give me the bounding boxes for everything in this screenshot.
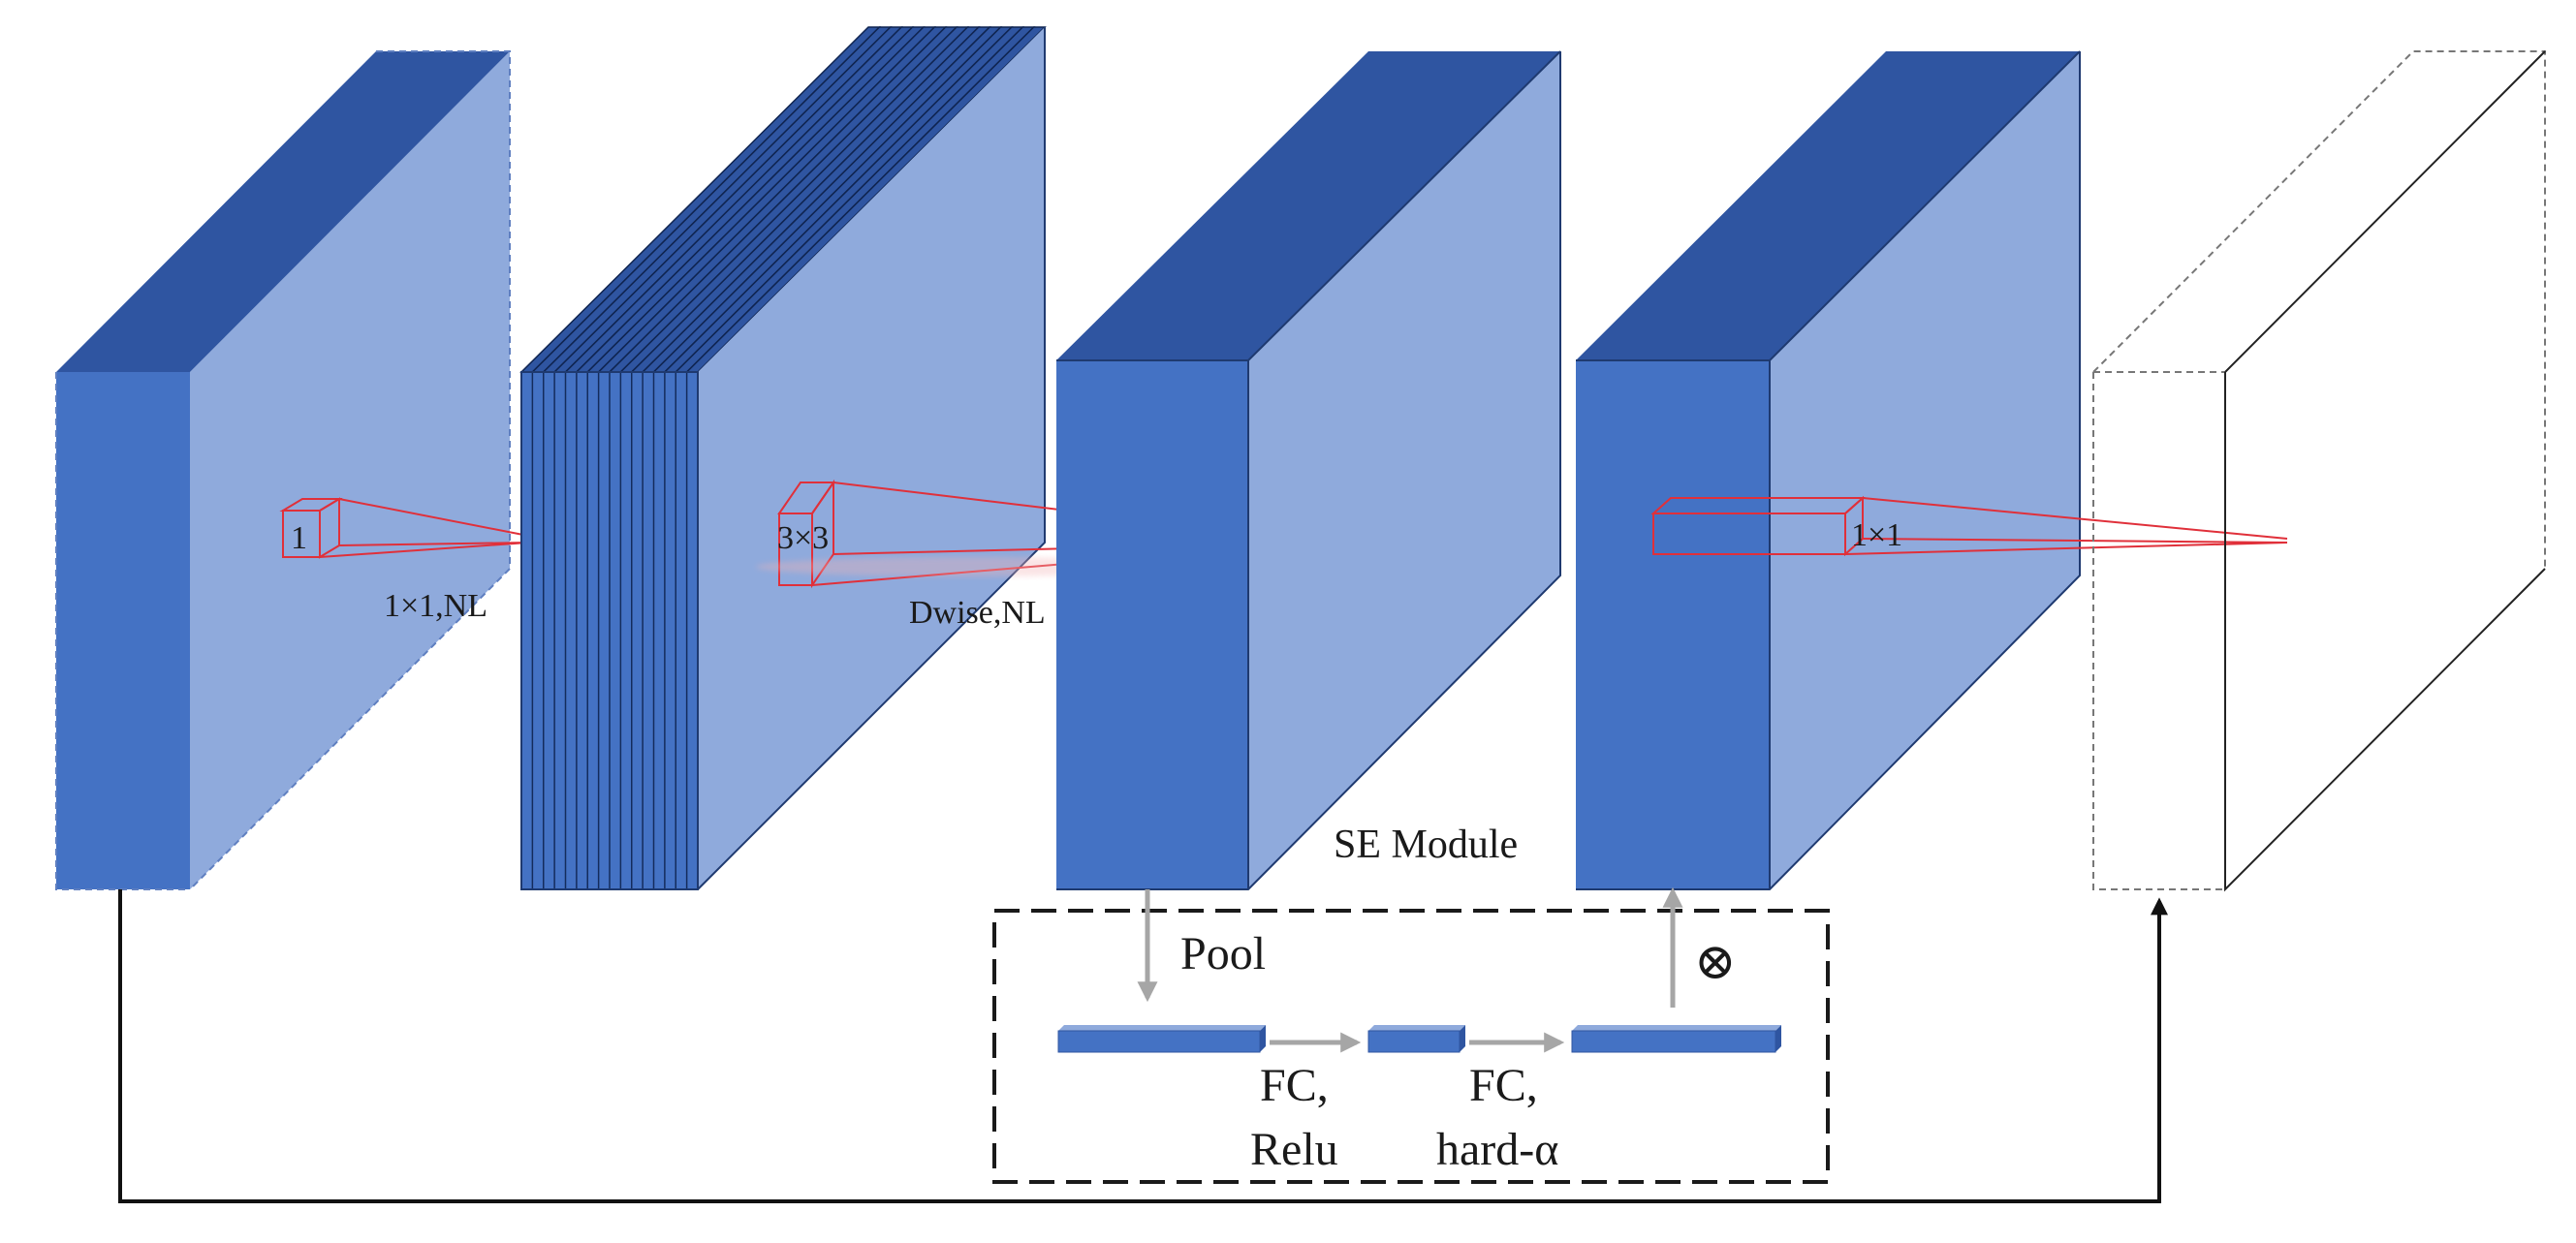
block-expand-slices <box>519 26 1047 373</box>
op-expand-label: 1×1,NL <box>384 588 487 624</box>
se-vector-3 <box>1571 1025 1781 1053</box>
block-se-front <box>1576 360 1770 889</box>
block-output-dashed <box>2092 50 2546 890</box>
kernel-1x1-label: 1×1 <box>1851 517 1902 553</box>
block-expand-outline <box>520 27 1046 890</box>
kernel-3x3-label: 3×3 <box>777 520 829 556</box>
block-input-front <box>56 372 190 889</box>
block-expand-slice-lines <box>531 372 688 889</box>
se-vector-1 <box>1057 1025 1266 1053</box>
op-dwise-label: Dwise,NL <box>909 595 1046 631</box>
block-dwise-front <box>1056 360 1248 889</box>
kernel-1 <box>279 497 529 559</box>
block-dwise-top <box>1056 51 1560 360</box>
block-se-top <box>1576 51 2080 360</box>
pool-label: Pool <box>1180 928 1266 979</box>
fc1-label-line1: FC, <box>1260 1060 1329 1111</box>
block-se-side <box>1770 51 2080 889</box>
block-dwise-outline <box>1056 50 1561 890</box>
fc1-label-line2: Relu <box>1250 1124 1338 1175</box>
block-se: 1×1 <box>1576 50 2288 890</box>
block-dwise <box>1056 50 1561 890</box>
block-output <box>2092 50 2546 892</box>
block-dwise-side <box>1248 51 1560 889</box>
se-module-box <box>992 909 1830 1184</box>
multiply-symbol: ⊗ <box>1694 935 1737 990</box>
block-input: 1 1×1,NL <box>55 50 529 890</box>
se-vector-2 <box>1367 1025 1465 1053</box>
block-input-dashed-edge <box>55 50 511 890</box>
block-expand-side <box>698 27 1045 889</box>
se-module-label: SE Module <box>1334 823 1518 867</box>
se-module: SE Module Pool ⊗ FC, Relu FC, <box>992 823 1830 1184</box>
kernel-1-label: 1 <box>291 520 307 556</box>
block-expand: 3×3 Dwise,NL <box>519 26 1319 890</box>
block-input-side <box>190 51 510 889</box>
block-output-solid <box>2224 50 2546 892</box>
block-input-top <box>56 51 510 372</box>
fc2-label-line1: FC, <box>1469 1060 1538 1111</box>
kernel-1x1 <box>1650 495 2288 557</box>
fc2-label-line2: hard-α <box>1436 1124 1558 1175</box>
residual-shortcut <box>118 889 2168 1203</box>
